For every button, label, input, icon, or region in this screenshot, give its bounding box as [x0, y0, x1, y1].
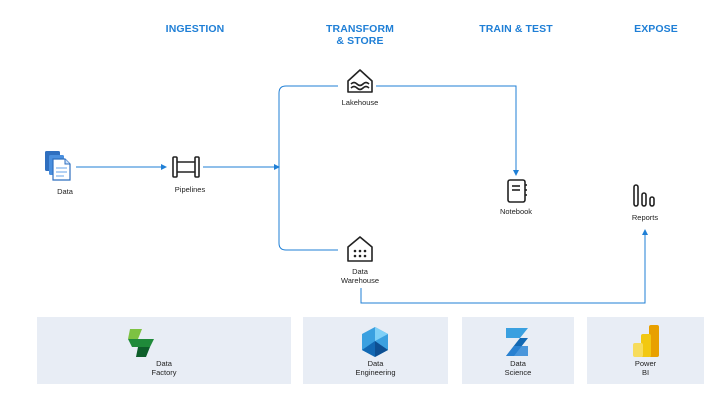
tile-label-data-science-line1: Data [510, 359, 526, 368]
stage-title-train-test: TRAIN & TEST [479, 23, 553, 35]
tile-label-power-bi-line1: Power [634, 359, 657, 368]
node-label-warehouse-line2: Warehouse [340, 276, 380, 285]
power-bi-logo-icon [633, 325, 659, 357]
node-label-pipelines: Pipelines [174, 185, 206, 194]
node-label-warehouse-line1: Data [352, 267, 368, 276]
notebook-icon [507, 179, 527, 203]
tile-label-data-factory-line1: Data [156, 359, 172, 368]
edge-branch-warehouse [278, 167, 338, 251]
tile-label-data-factory: Data Factory [37, 359, 291, 377]
data-science-logo-icon [506, 328, 528, 356]
stage-title-transform-line2: & STORE [336, 35, 384, 47]
tile-label-power-bi-line2: BI [641, 368, 650, 377]
pipe-icon [172, 156, 200, 178]
data-factory-logo-icon [128, 329, 154, 357]
warehouse-icon [347, 236, 373, 262]
edge-lakehouse-notebook [376, 85, 519, 176]
stage-title-ingestion: INGESTION [165, 23, 225, 35]
tile-label-data-engineering: Data Engineering [303, 359, 448, 377]
stage-title-transform-line1: TRANSFORM [326, 23, 394, 35]
tile-data-engineering: Data Engineering [303, 317, 448, 384]
tile-label-power-bi: Power BI [587, 359, 704, 377]
node-label-warehouse: Data Warehouse [325, 267, 395, 285]
lakehouse-icon [347, 69, 373, 93]
node-label-data: Data [57, 187, 73, 196]
node-label-lakehouse: Lakehouse [341, 98, 379, 107]
tile-label-data-science: Data Science [462, 359, 574, 377]
tile-label-data-engineering-line1: Data [367, 359, 384, 368]
stage-title-expose: EXPOSE [634, 23, 678, 35]
node-label-notebook: Notebook [499, 207, 533, 216]
tile-label-data-engineering-line2: Engineering [355, 368, 396, 377]
node-label-reports: Reports [631, 213, 659, 222]
document-stack-icon [45, 151, 71, 181]
tile-data-science: Data Science [462, 317, 574, 384]
stage-title-transform: TRANSFORM & STORE [310, 23, 410, 47]
tile-power-bi: Power BI [587, 317, 704, 384]
bar-chart-icon [633, 184, 655, 207]
edge-warehouse-reports [360, 229, 648, 304]
tile-label-data-factory-line2: Factory [151, 368, 177, 377]
tile-data-factory: Data Factory [37, 317, 291, 384]
tile-label-data-science-line2: Science [504, 368, 532, 377]
data-engineering-logo-icon [362, 327, 388, 357]
edge-branch-lakehouse [278, 85, 338, 167]
